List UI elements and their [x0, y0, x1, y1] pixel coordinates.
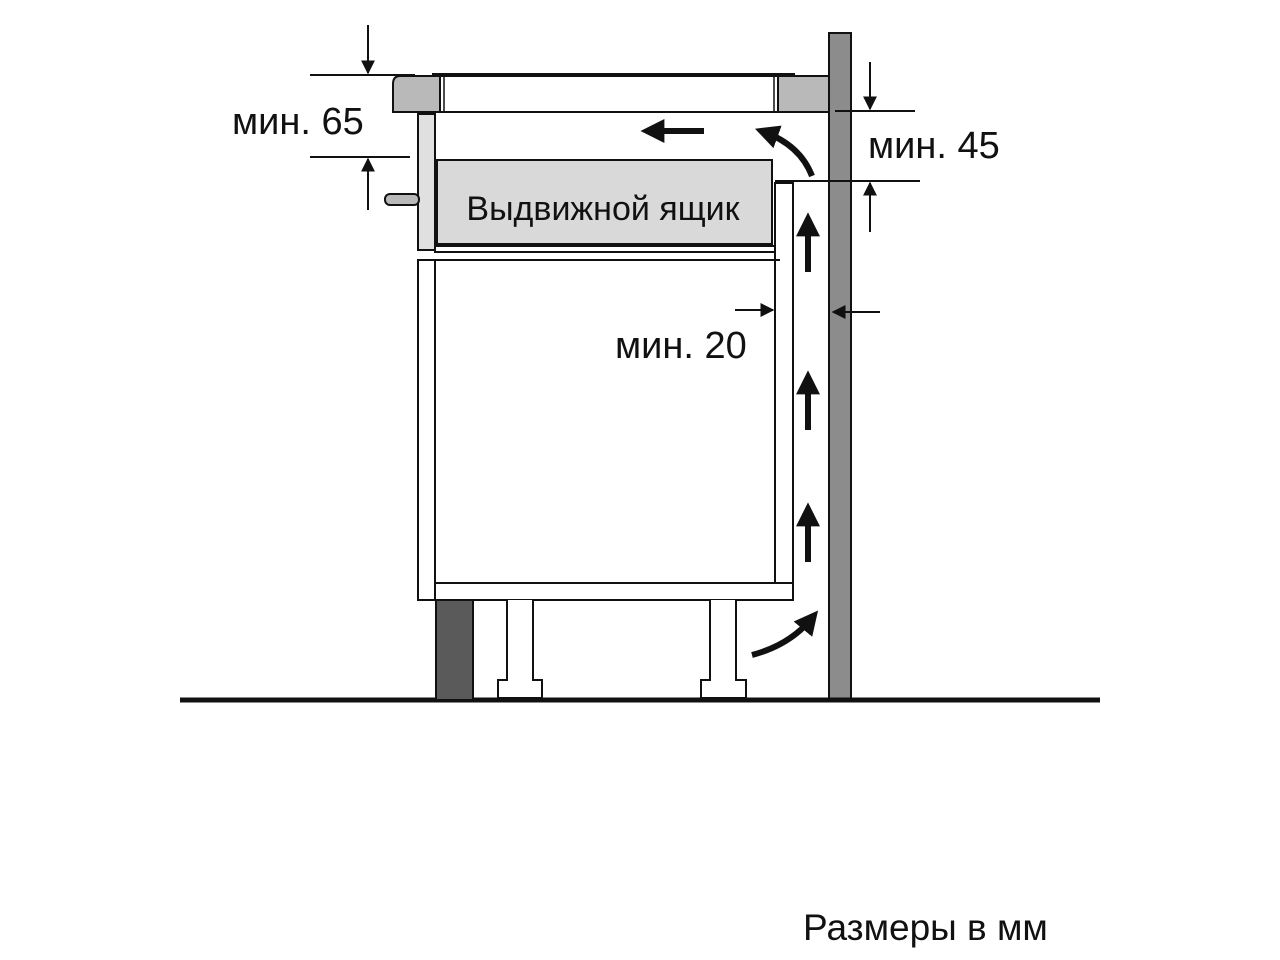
units-caption: Размеры в мм	[803, 907, 1048, 948]
hob	[439, 75, 779, 113]
front-panel-upper	[417, 113, 436, 251]
cabinet-front-panel	[417, 259, 436, 601]
dimension-min-20	[735, 303, 880, 319]
plinth	[435, 599, 474, 701]
min-65-label: мин. 65	[232, 101, 364, 143]
min-45-label: мин. 45	[868, 125, 1000, 167]
cabinet-leg	[700, 600, 747, 699]
curved-arrow-icon	[754, 125, 815, 178]
drawer-label: Выдвижной ящик	[466, 190, 740, 228]
worktop	[392, 73, 830, 113]
cabinet-leg	[497, 600, 543, 699]
min-20-label: мин. 20	[615, 325, 747, 367]
wall	[828, 32, 852, 701]
curved-arrow-icon	[751, 610, 819, 658]
cabinet-bottom	[434, 582, 794, 601]
dimension-min-45	[775, 62, 920, 232]
cabinet-back-panel	[774, 182, 794, 584]
drawer	[436, 159, 773, 245]
drawer-shelf	[434, 245, 781, 253]
drawer-handle	[384, 193, 420, 206]
airflow-arrows	[640, 119, 820, 658]
dimension-min-65	[310, 25, 415, 210]
